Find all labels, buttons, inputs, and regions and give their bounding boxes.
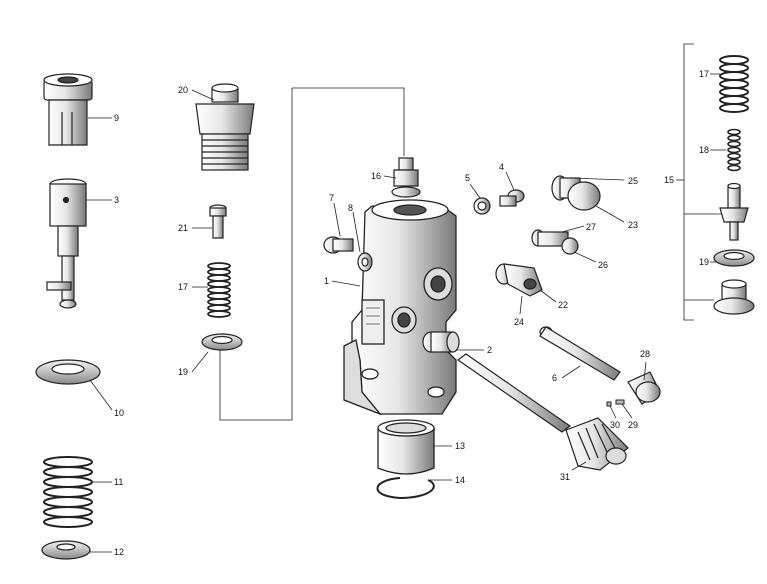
bracket-top bbox=[292, 87, 405, 156]
callout-26: 26 bbox=[598, 260, 608, 270]
leader-24 bbox=[519, 295, 523, 315]
part-9-sleeve bbox=[43, 73, 93, 146]
callout-18: 18 bbox=[699, 145, 709, 155]
part-18-spring bbox=[727, 128, 741, 172]
callout-31: 31 bbox=[560, 472, 570, 482]
leader-26 bbox=[573, 251, 597, 263]
leader-19a bbox=[191, 351, 209, 373]
callout-7: 7 bbox=[329, 193, 334, 203]
callout-2: 2 bbox=[487, 345, 492, 355]
callout-3: 3 bbox=[114, 195, 119, 205]
callout-19b: 19 bbox=[699, 257, 709, 267]
leader-29 bbox=[621, 403, 633, 419]
part-15-seat bbox=[713, 279, 755, 315]
callout-6: 6 bbox=[552, 373, 557, 383]
bracket-15 bbox=[683, 43, 694, 321]
callout-16: 16 bbox=[371, 171, 381, 181]
callout-20: 20 bbox=[178, 85, 188, 95]
part-30-pin bbox=[606, 401, 612, 407]
leader-8 bbox=[352, 211, 361, 253]
part-7-bolt bbox=[323, 236, 354, 254]
part-25-23-plug bbox=[551, 175, 601, 211]
leader-27 bbox=[561, 225, 585, 233]
part-1-body bbox=[343, 199, 457, 416]
leader-16 bbox=[383, 175, 397, 179]
part-28-cap bbox=[627, 371, 661, 405]
part-21-screw bbox=[209, 204, 227, 239]
callout-13: 13 bbox=[455, 441, 465, 451]
part-20-union bbox=[195, 83, 255, 171]
leader-1 bbox=[331, 280, 361, 287]
bracket-bottom bbox=[219, 350, 292, 421]
leader-22 bbox=[539, 289, 557, 303]
leader-5 bbox=[469, 183, 481, 199]
callout-14: 14 bbox=[455, 475, 465, 485]
part-16-top-fitting bbox=[391, 157, 421, 198]
part-2-plug bbox=[422, 331, 460, 353]
part-3-plunger bbox=[46, 178, 87, 309]
leader-25 bbox=[571, 177, 625, 181]
leader-4 bbox=[505, 171, 515, 191]
part-12-spring-seat bbox=[41, 540, 91, 560]
part-17-spring-right bbox=[719, 55, 749, 113]
callout-5: 5 bbox=[465, 173, 470, 183]
callout-11: 11 bbox=[114, 477, 123, 487]
part-17-spring-left bbox=[207, 262, 231, 318]
callout-29: 29 bbox=[628, 420, 638, 430]
part-19-washer-right bbox=[713, 249, 755, 267]
callout-8: 8 bbox=[348, 203, 353, 213]
callout-27: 27 bbox=[586, 222, 596, 232]
part-6-shaft-upper bbox=[539, 326, 621, 381]
part-14-circlip bbox=[376, 477, 435, 500]
part-6-shaft-lower bbox=[456, 353, 572, 433]
leader-23 bbox=[595, 205, 625, 223]
callout-28: 28 bbox=[640, 349, 650, 359]
part-15-valve bbox=[719, 182, 749, 241]
callout-19a: 19 bbox=[178, 367, 188, 377]
callout-25: 25 bbox=[628, 176, 638, 186]
leader-10 bbox=[89, 379, 113, 411]
leader-28 bbox=[643, 361, 647, 381]
part-5-ring bbox=[473, 197, 491, 215]
callout-labels: 9 3 10 11 12 20 21 17 19 1 7 8 16 2 13 1… bbox=[114, 69, 709, 557]
leader-20 bbox=[191, 89, 215, 101]
leader-31 bbox=[571, 461, 587, 471]
part-4-bolt bbox=[499, 189, 525, 207]
callout-4: 4 bbox=[499, 162, 504, 172]
leader-30 bbox=[609, 405, 617, 419]
callout-22: 22 bbox=[558, 300, 568, 310]
part-11-spring bbox=[43, 456, 93, 528]
part-8-washer bbox=[357, 252, 373, 272]
callout-30: 30 bbox=[610, 420, 620, 430]
leader-6 bbox=[561, 365, 581, 379]
part-24-22-nut bbox=[495, 263, 543, 297]
callout-21: 21 bbox=[178, 223, 188, 233]
leader-7 bbox=[333, 202, 341, 237]
callout-9: 9 bbox=[114, 113, 119, 123]
part-13-sleeve bbox=[377, 419, 435, 475]
callout-17b: 17 bbox=[699, 69, 709, 79]
callout-24: 24 bbox=[514, 317, 524, 327]
callout-1: 1 bbox=[324, 276, 329, 286]
part-10-washer bbox=[35, 359, 101, 385]
part-29-pin bbox=[615, 399, 625, 405]
callout-23: 23 bbox=[628, 220, 638, 230]
callout-10: 10 bbox=[114, 408, 124, 418]
callout-15: 15 bbox=[664, 175, 674, 185]
callout-17a: 17 bbox=[178, 282, 188, 292]
part-19-washer-left bbox=[201, 333, 243, 351]
part-31-gear bbox=[565, 417, 629, 471]
callout-12: 12 bbox=[114, 547, 124, 557]
part-27-26-bolt bbox=[531, 229, 579, 255]
